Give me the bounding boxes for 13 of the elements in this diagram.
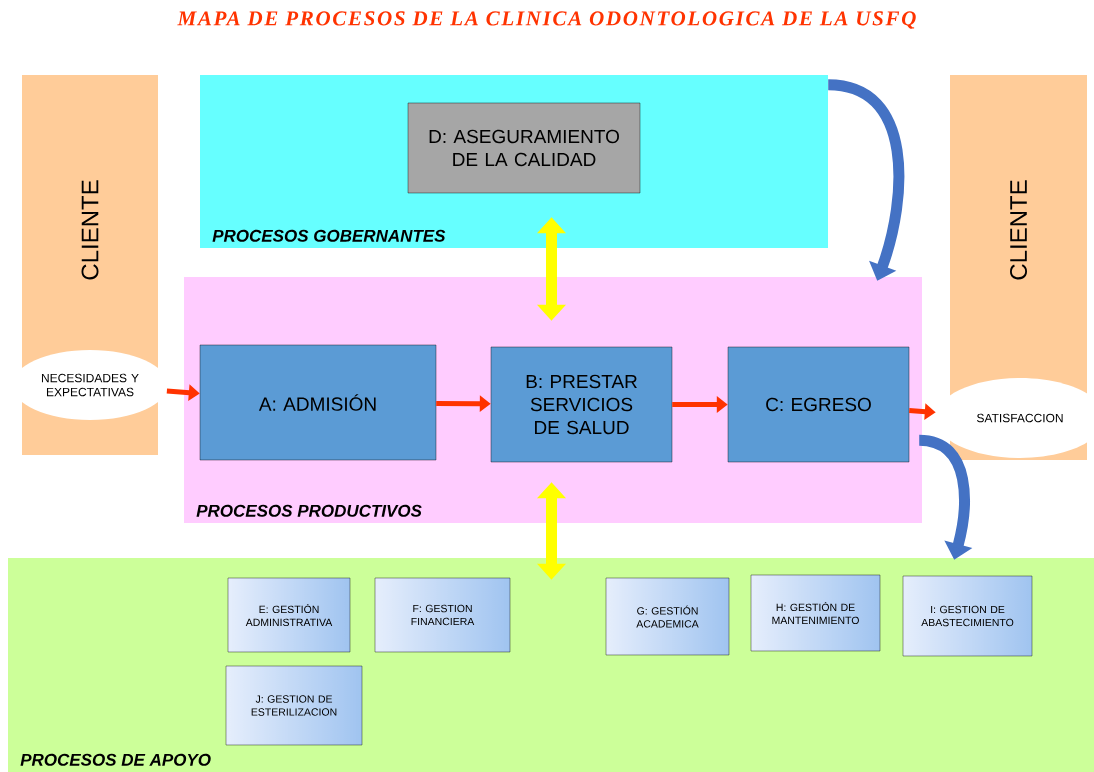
- title: MAPA DE PROCESOS DE LA CLINICA ODONTOLOGICA DE LA USFQ: [177, 11, 916, 29]
- process-box: I: GESTION DE ABASTECIMIENTO: [902, 575, 1033, 657]
- process-box: C: EGRESO: [727, 346, 910, 463]
- process-box: J: GESTION DE ESTERILIZACION: [225, 665, 363, 746]
- process-box: D: ASEGURAMIENTO DE LA CALIDAD: [407, 102, 641, 194]
- process-box: E: GESTIÓN ADMINISTRATIVA: [227, 577, 351, 653]
- process-box: G: GESTIÓN ACADEMICA: [605, 577, 730, 656]
- node-label: SATISFACCION: [977, 413, 1063, 423]
- node-label: NECESIDADES Y EXPECTATIVAS: [41, 373, 139, 397]
- process-box: A: ADMISIÓN: [199, 344, 437, 461]
- process-box: H: GESTIÓN DE MANTENIMIENTO: [750, 574, 881, 652]
- process-box: B: PRESTAR SERVICIOS DE SALUD: [490, 346, 673, 463]
- process-box: F: GESTION FINANCIERA: [374, 577, 511, 653]
